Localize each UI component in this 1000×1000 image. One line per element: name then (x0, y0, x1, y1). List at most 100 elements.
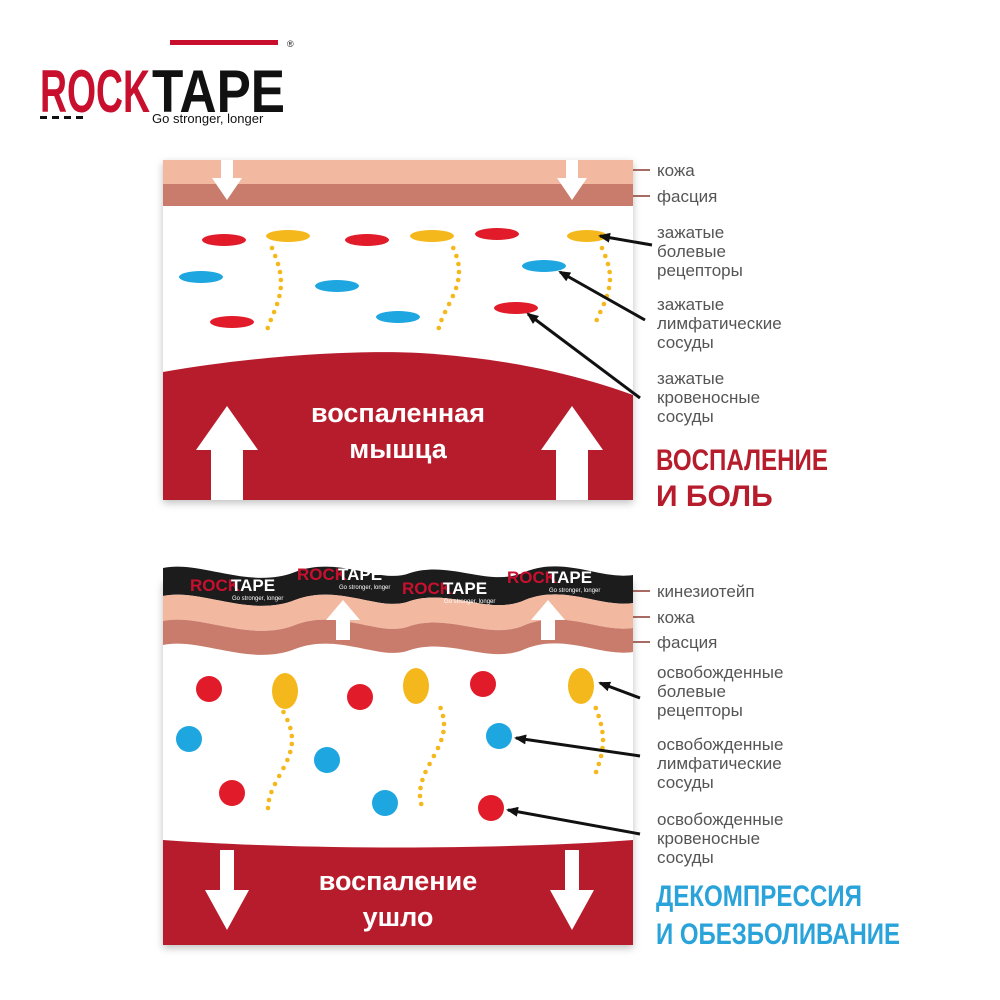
top-blood-vessel (345, 234, 389, 246)
tape-logo-rock: ROCK (297, 565, 348, 584)
logo-tape: TAPE (152, 58, 285, 125)
top-skin-layer (163, 160, 633, 184)
bottom-labels: кинезиотейп кожа фасция освобожденные бо… (657, 582, 783, 867)
top-nerve-3 (594, 245, 613, 323)
nerve-dot (596, 761, 602, 767)
rocktape-logo: ROCK TAPE ® Go stronger, longer (40, 39, 294, 126)
logo-registered: ® (287, 39, 294, 49)
nerve-dot (455, 277, 461, 283)
bottom-blood-vessel (219, 780, 245, 806)
nerve-dot (601, 301, 607, 307)
tape-logo: ROCK TAPE Go stronger, longer (507, 568, 600, 594)
top-label-blood-3: сосуды (657, 407, 714, 426)
nerve-dot (453, 285, 459, 291)
bottom-muscle-text-2: ушло (363, 902, 434, 932)
top-headline-1: ВОСПАЛЕНИЕ (656, 444, 828, 477)
nerve-dot (277, 293, 282, 299)
tape-logo-rock: ROCK (507, 568, 558, 587)
tape-logo: ROCK TAPE Go stronger, longer (402, 579, 495, 605)
bottom-label-tape: кинезиотейп (657, 582, 755, 601)
bottom-blood-vessel (347, 684, 373, 710)
top-pain-receptor (410, 230, 454, 242)
nerve-dot (594, 317, 599, 323)
nerve-dot (441, 729, 446, 735)
logo-rock: ROCK (40, 58, 150, 125)
logo-dash (52, 116, 59, 119)
nerve-dot (271, 309, 277, 315)
nerve-dot (442, 309, 448, 315)
bottom-lymph-vessel (486, 723, 512, 749)
top-blood-vessel (202, 234, 246, 246)
top-label-blood-2: кровеносные (657, 388, 760, 407)
bottom-nerve-fibers (265, 705, 606, 811)
top-blood-vessel (494, 302, 538, 314)
tape-logo: ROCK TAPE Go stronger, longer (297, 565, 390, 591)
top-up-arrow-left (196, 406, 258, 500)
bottom-down-arrow-left (205, 850, 249, 930)
bottom-label-receptors-2: болевые (657, 682, 726, 701)
nerve-dot (288, 725, 293, 731)
bottom-pain-receptor (272, 673, 298, 709)
nerve-dot (607, 277, 613, 283)
top-pointer-arrows (526, 232, 653, 400)
top-muscle-text-1: воспаленная (311, 398, 485, 428)
bottom-label-fascia: фасция (657, 633, 717, 652)
nerve-dot (427, 761, 432, 767)
bottom-blood-vessel (196, 676, 222, 702)
top-lymph-vessel (522, 260, 566, 272)
top-lymph-vessel (315, 280, 359, 292)
top-nerve-2 (436, 245, 462, 331)
top-down-arrow-right (557, 160, 587, 200)
top-lymph-vessel (376, 311, 420, 323)
nerve-dot (431, 753, 437, 759)
nerve-dot (287, 749, 293, 755)
tape-logo-tagline: Go stronger, longer (232, 596, 283, 602)
nerve-dot (606, 285, 612, 291)
nerve-dot (266, 797, 272, 803)
top-label-lymph-2: лимфатические (657, 314, 782, 333)
nerve-dot (289, 733, 295, 739)
nerve-dot (435, 745, 441, 751)
nerve-dot (420, 777, 425, 783)
top-label-receptors-1: зажатые (657, 223, 724, 242)
top-headline: ВОСПАЛЕНИЕ И БОЛЬ (656, 444, 828, 513)
nerve-dot (456, 261, 461, 267)
bottom-headline: ДЕКОМПРЕССИЯ И ОБЕЗБОЛИВАНИЕ (656, 880, 900, 951)
nerve-dot (274, 301, 280, 307)
bottom-pointer-arrows (506, 681, 641, 836)
nerve-dot (454, 253, 459, 259)
nerve-dot (439, 737, 444, 743)
bottom-lymph-vessel (314, 747, 340, 773)
bottom-muscle (163, 840, 633, 945)
bottom-fascia-layer (163, 619, 633, 655)
nerve-dot (289, 741, 295, 747)
top-label-lymph-3: сосуды (657, 333, 714, 352)
nerve-dot (607, 269, 612, 275)
nerve-dot (265, 325, 271, 331)
top-blood-vessel (210, 316, 254, 328)
bottom-arrow-lymph (514, 734, 641, 758)
top-panel-layers: воспаленная мышца (163, 160, 633, 500)
tape-logo-tape: TAPE (548, 568, 592, 587)
top-blood-vessel (475, 228, 519, 240)
top-arrow-lymph (558, 270, 646, 322)
nerve-dot (281, 765, 286, 771)
top-arrow-blood (526, 312, 641, 400)
top-nerve-1 (265, 245, 284, 331)
nerve-dot (423, 769, 428, 775)
nerve-dot (450, 293, 456, 299)
tape-logo-tagline: Go stronger, longer (549, 588, 600, 594)
top-label-receptors-3: рецепторы (657, 261, 743, 280)
logo-dash (40, 116, 47, 119)
bottom-label-blood-1: освобожденные (657, 810, 783, 829)
bottom-label-blood-2: кровеносные (657, 829, 760, 848)
nerve-dot (438, 705, 443, 711)
top-pain-receptor (266, 230, 310, 242)
top-down-arrow-left (212, 160, 242, 200)
bottom-up-arrow-right (531, 600, 565, 640)
bottom-pain-receptor (568, 668, 594, 704)
bottom-skin-layer (163, 594, 633, 631)
top-pain-receptor (567, 230, 607, 242)
top-muscle (163, 352, 633, 500)
